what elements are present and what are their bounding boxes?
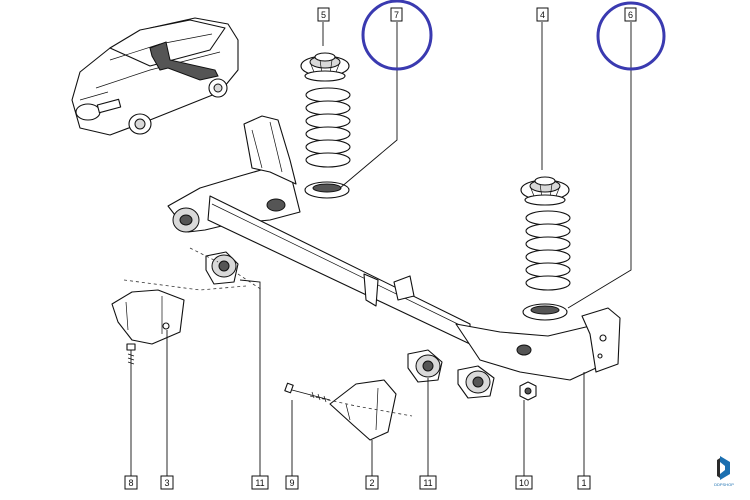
callout-6: 6 — [624, 7, 637, 22]
bolt-8 — [126, 343, 136, 368]
callout-10: 10 — [515, 475, 533, 490]
leader-lines — [130, 22, 632, 476]
svg-text:2: 2 — [369, 478, 374, 488]
svg-text:11: 11 — [423, 478, 432, 488]
highlight-circle-6 — [596, 1, 666, 71]
highlight-circle-7 — [361, 0, 433, 71]
svg-text:DDPSHOP: DDPSHOP — [714, 482, 734, 487]
bolt-9 — [284, 382, 331, 403]
svg-text:4: 4 — [540, 10, 545, 20]
callout-5: 5 — [317, 7, 330, 22]
svg-text:3: 3 — [164, 478, 169, 488]
spring-assembly-right — [520, 176, 571, 321]
bushing-right — [407, 349, 495, 399]
mounting-bracket-2 — [309, 379, 413, 441]
svg-text:6: 6 — [628, 10, 633, 20]
rear-axle-beam — [167, 115, 621, 381]
callout-2: 2 — [365, 475, 379, 490]
svg-text:11: 11 — [255, 478, 264, 488]
svg-text:5: 5 — [321, 10, 326, 20]
ddpshop-logo: DDPSHOP — [714, 456, 734, 487]
bushing-left — [189, 247, 263, 291]
svg-text:1: 1 — [581, 478, 586, 488]
callout-7: 7 — [390, 7, 403, 22]
callout-4: 4 — [536, 7, 549, 22]
svg-text:7: 7 — [394, 10, 399, 20]
callout-8: 8 — [124, 475, 138, 490]
spring-assembly-left — [300, 52, 351, 199]
nut-10 — [519, 381, 537, 401]
svg-text:9: 9 — [289, 478, 294, 488]
callout-1: 1 — [577, 475, 591, 490]
svg-text:10: 10 — [519, 478, 529, 488]
svg-text:8: 8 — [128, 478, 133, 488]
ddpshop-logo-icon — [720, 456, 730, 480]
callout-11-left: 11 — [251, 475, 269, 490]
callout-11-right: 11 — [419, 475, 437, 490]
callout-3: 3 — [160, 475, 174, 490]
mounting-bracket-3 — [111, 279, 247, 345]
car-location-thumbnail — [71, 17, 239, 136]
callout-9: 9 — [285, 475, 299, 490]
